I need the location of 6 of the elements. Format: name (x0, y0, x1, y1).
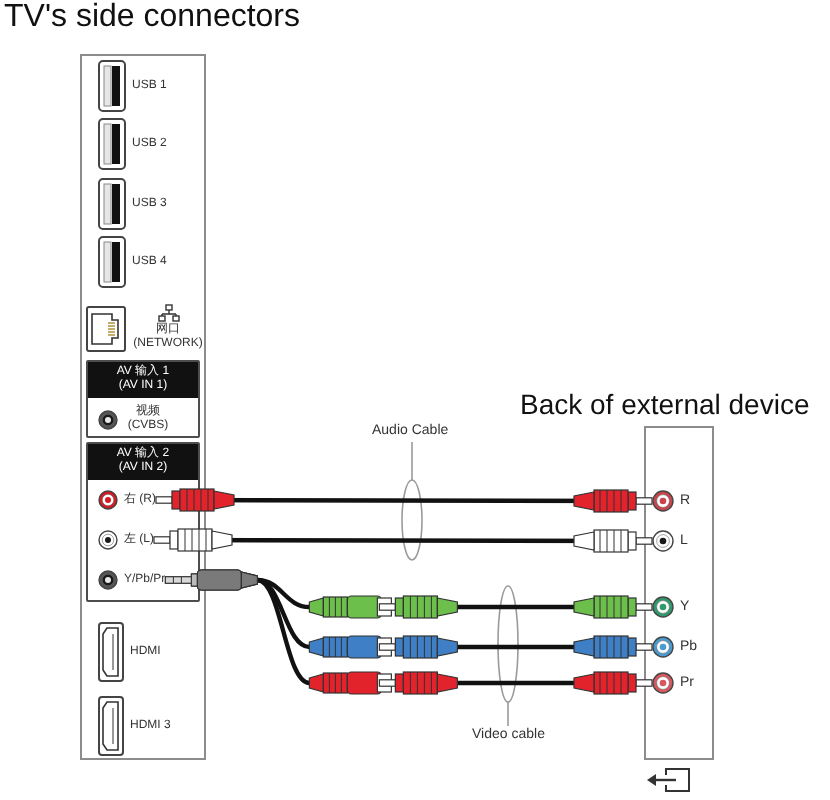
panel-heading: Back of external device (520, 388, 810, 421)
cable (153, 528, 653, 553)
cable (164, 569, 653, 695)
panel-heading: TV's side connectors (4, 0, 301, 37)
input-group-box (86, 360, 200, 438)
cable (155, 488, 653, 513)
